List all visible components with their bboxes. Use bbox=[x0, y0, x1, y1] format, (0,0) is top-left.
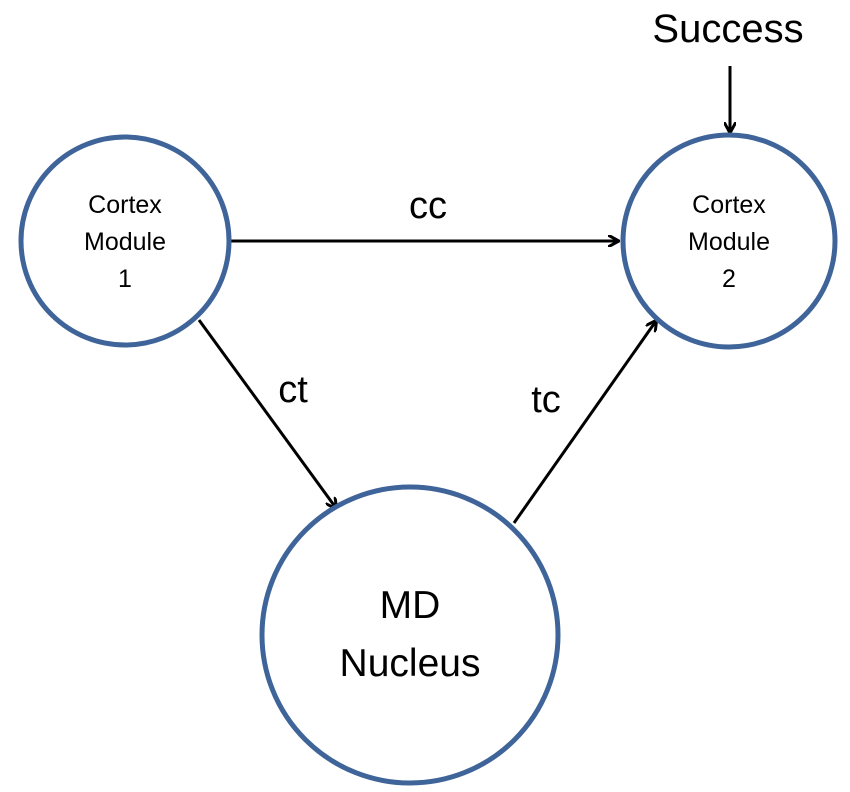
node-md-nucleus: MD Nucleus bbox=[259, 484, 561, 786]
edge-ct-arrow bbox=[197, 319, 336, 508]
edge-label-tc: tc bbox=[531, 379, 561, 421]
node-cortex-1-line-1: Cortex bbox=[88, 191, 162, 219]
edge-tc-arrow bbox=[512, 321, 656, 524]
node-cortex-2-line-3: 2 bbox=[722, 265, 736, 293]
node-cortex-module-1: Cortex Module 1 bbox=[18, 134, 232, 348]
node-cortex-module-2: Cortex Module 2 bbox=[620, 132, 838, 350]
node-cortex-1-line-2: Module bbox=[84, 228, 166, 256]
input-label-success: Success bbox=[652, 7, 803, 51]
node-md-line-2: Nucleus bbox=[340, 642, 481, 685]
edge-label-ct: ct bbox=[278, 369, 308, 411]
node-cortex-2-line-2: Module bbox=[688, 228, 770, 256]
node-cortex-1-line-3: 1 bbox=[118, 265, 132, 293]
edge-label-cc: cc bbox=[409, 185, 447, 227]
node-md-line-1: MD bbox=[380, 584, 441, 627]
node-cortex-2-line-1: Cortex bbox=[692, 191, 766, 219]
